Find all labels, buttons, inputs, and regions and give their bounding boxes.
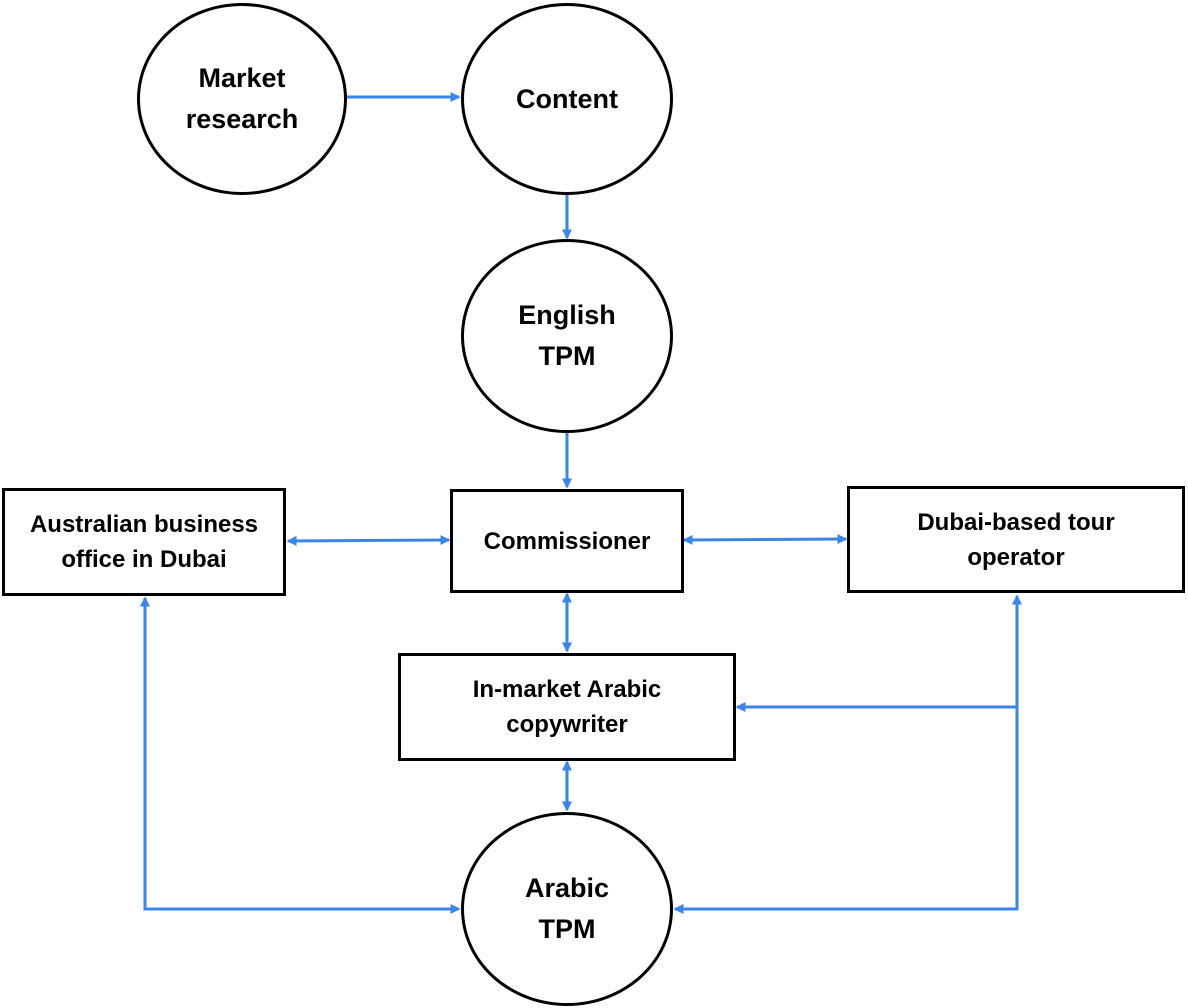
node-dubai-operator: Dubai-based tour operator bbox=[847, 486, 1185, 593]
node-english-tpm-line2: TPM bbox=[538, 341, 596, 371]
node-arabic-tpm-line1: Arabic bbox=[524, 873, 610, 903]
arrow-commissioner-dubai-operator bbox=[682, 534, 848, 545]
node-australian-office-line1: Australian business bbox=[29, 511, 259, 538]
node-market-research: Market research bbox=[137, 3, 347, 195]
node-english-tpm: English TPM bbox=[461, 239, 673, 433]
node-market-research-line2: research bbox=[185, 104, 299, 134]
node-commissioner-line1: Commissioner bbox=[483, 527, 651, 555]
arrow-arabic-tpm-australian-office bbox=[140, 596, 461, 914]
node-copywriter-line2: copywriter bbox=[506, 711, 628, 738]
node-arabic-tpm: Arabic TPM bbox=[461, 812, 673, 1006]
node-commissioner: Commissioner bbox=[450, 489, 684, 593]
node-dubai-operator-line1: Dubai-based tour bbox=[917, 508, 1115, 536]
node-content: Content bbox=[461, 3, 673, 195]
node-copywriter: In-market Arabic copywriter bbox=[398, 653, 736, 761]
node-dubai-operator-line2: operator bbox=[967, 543, 1065, 571]
node-arabic-tpm-line2: TPM bbox=[538, 914, 596, 944]
arrow-dubai-operator-arabic-tpm bbox=[673, 594, 1022, 914]
node-copywriter-line1: In-market Arabic bbox=[472, 676, 662, 703]
node-australian-office-line2: office in Dubai bbox=[61, 546, 227, 573]
node-content-line1: Content bbox=[516, 83, 618, 114]
node-market-research-line1: Market bbox=[198, 63, 286, 93]
arrow-australian-office-commissioner bbox=[286, 535, 451, 546]
node-english-tpm-line1: English bbox=[518, 300, 616, 330]
node-australian-office: Australian business office in Dubai bbox=[2, 488, 286, 596]
